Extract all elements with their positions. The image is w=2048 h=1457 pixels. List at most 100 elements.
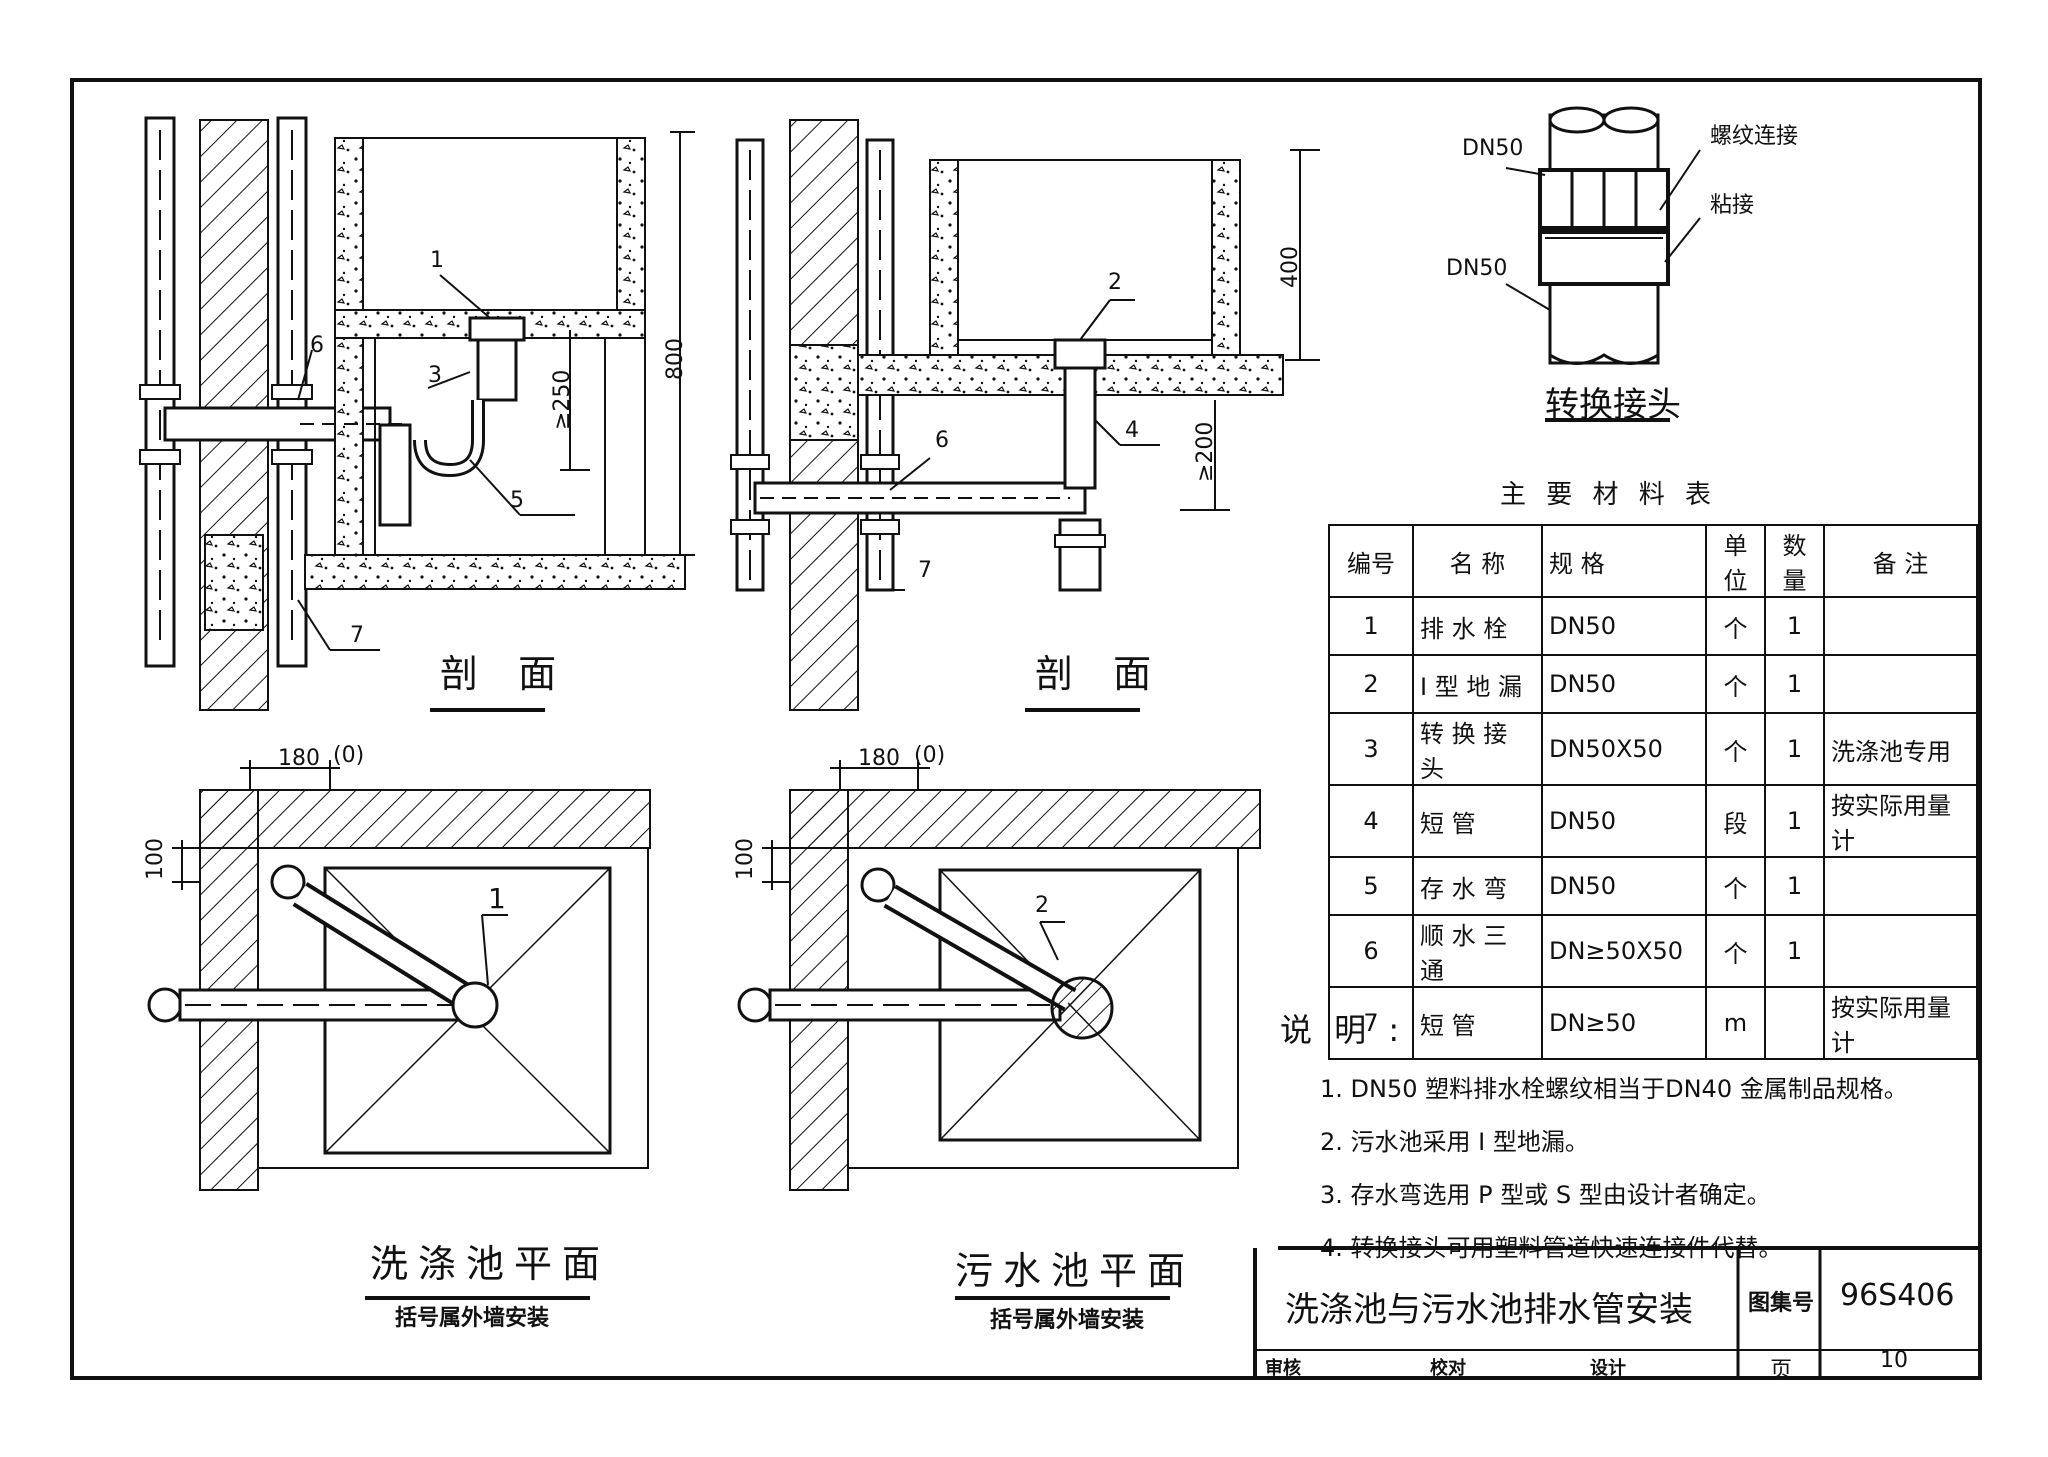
row-qty: 1	[1764, 596, 1825, 656]
row-qty: 1	[1764, 856, 1825, 916]
row-name: 转 换 接 头	[1412, 712, 1543, 786]
row-remark: 按实际用量计	[1823, 986, 1978, 1060]
dim-100: 100	[143, 838, 168, 880]
page-label: 页	[1770, 1358, 1793, 1383]
note-item: 3. 存水弯选用 P 型或 S 型由设计者确定。	[1320, 1181, 1771, 1209]
row-no: 4	[1328, 784, 1414, 858]
adapter-glued-label: 粘接	[1710, 193, 1755, 218]
plan-right-note: 括号属外墙安装	[990, 1308, 1145, 1333]
row-remark: 洗涤池专用	[1823, 712, 1978, 786]
row-qty: 1	[1764, 654, 1825, 714]
row-qty: 1	[1764, 914, 1825, 988]
callout-7-right: 7	[918, 558, 932, 583]
plan-left-title: 洗涤池平面	[370, 1242, 611, 1286]
note-item: 4. 转换接头可用塑料管道快速连接件代替。	[1320, 1234, 1783, 1262]
row-name: 存 水 弯	[1412, 856, 1543, 916]
note-item: 1. DN50 塑料排水栓螺纹相当于DN40 金属制品规格。	[1320, 1075, 1908, 1103]
check-label: 校对	[1430, 1358, 1466, 1379]
row-remark	[1823, 654, 1978, 714]
dim-100-right: 100	[733, 838, 758, 880]
row-remark	[1823, 596, 1978, 656]
row-no: 1	[1328, 596, 1414, 656]
atlas-number: 96S406	[1840, 1278, 1955, 1313]
note-item: 2. 污水池采用 Ⅰ 型地漏。	[1320, 1128, 1589, 1156]
plan-right-title: 污水池平面	[955, 1249, 1196, 1293]
materials-header-row: 编号 名 称 规 格 单位 数量 备 注	[1328, 524, 1978, 598]
dim-0-right: (0)	[914, 743, 946, 768]
adapter-threaded-label: 螺纹连接	[1710, 124, 1799, 149]
row-spec: DN50	[1541, 856, 1707, 916]
row-name: 排 水 栓	[1412, 596, 1543, 656]
plan-left-note: 括号属外墙安装	[395, 1306, 550, 1331]
right-section-drawing	[730, 119, 1320, 712]
row-unit: 个	[1705, 914, 1766, 988]
row-remark	[1823, 856, 1978, 916]
header-no: 编号	[1328, 524, 1414, 598]
left-plan-drawing	[147, 760, 651, 1300]
drawing-title: 洗涤池与污水池排水管安装	[1285, 1290, 1693, 1330]
adapter-detail-drawing	[1505, 106, 1701, 422]
callout-6: 6	[310, 333, 324, 358]
dim-0: (0)	[333, 743, 365, 768]
header-remark: 备 注	[1823, 524, 1978, 598]
callout-4: 4	[1125, 418, 1139, 443]
section-left-title: 剖 面	[440, 652, 571, 696]
adapter-title: 转换接头	[1545, 385, 1681, 425]
row-qty: 1	[1764, 784, 1825, 858]
callout-6-right: 6	[935, 428, 949, 453]
row-unit: 个	[1705, 856, 1766, 916]
right-plan-drawing	[737, 760, 1261, 1300]
row-unit: 个	[1705, 712, 1766, 786]
row-unit: m	[1705, 986, 1766, 1060]
materials-title: 主 要 材 料 表	[1500, 480, 1718, 510]
row-spec: DN50	[1541, 784, 1707, 858]
row-remark	[1823, 914, 1978, 988]
header-name: 名 称	[1412, 524, 1543, 598]
row-spec: DN50	[1541, 596, 1707, 656]
section-right-title: 剖 面	[1035, 652, 1166, 696]
adapter-dn-bottom: DN50	[1446, 256, 1508, 281]
row-name: 顺 水 三 通	[1412, 914, 1543, 988]
row-no: 5	[1328, 856, 1414, 916]
plan-callout-2: 2	[1035, 893, 1049, 918]
row-no: 6	[1328, 914, 1414, 988]
review-label: 审核	[1265, 1358, 1301, 1379]
row-name: 短 管	[1412, 784, 1543, 858]
callout-5: 5	[510, 488, 524, 513]
header-qty: 数量	[1764, 524, 1825, 598]
callout-3: 3	[428, 363, 442, 388]
dim-180-right: 180	[858, 746, 900, 771]
row-qty: 1	[1764, 712, 1825, 786]
row-spec: DN50	[1541, 654, 1707, 714]
row-unit: 个	[1705, 654, 1766, 714]
callout-1: 1	[430, 248, 444, 273]
row-unit: 段	[1705, 784, 1766, 858]
left-section-drawing	[139, 116, 695, 712]
row-name: 短 管	[1412, 986, 1543, 1060]
dim-400: 400	[1278, 246, 1303, 288]
row-spec: DN50X50	[1541, 712, 1707, 786]
row-qty	[1764, 986, 1825, 1060]
callout-2: 2	[1108, 270, 1122, 295]
dim-800: 800	[663, 338, 688, 380]
row-no: 7	[1328, 986, 1414, 1060]
page-number: 10	[1880, 1348, 1908, 1373]
row-name: Ⅰ 型 地 漏	[1412, 654, 1543, 714]
row-spec: DN≥50	[1541, 986, 1707, 1060]
dim-200: ≥200	[1193, 421, 1218, 482]
header-spec: 规 格	[1541, 524, 1707, 598]
row-spec: DN≥50X50	[1541, 914, 1707, 988]
callout-7: 7	[350, 623, 364, 648]
adapter-dn-top: DN50	[1462, 136, 1524, 161]
row-remark: 按实际用量计	[1823, 784, 1978, 858]
atlas-label: 图集号	[1748, 1291, 1815, 1316]
